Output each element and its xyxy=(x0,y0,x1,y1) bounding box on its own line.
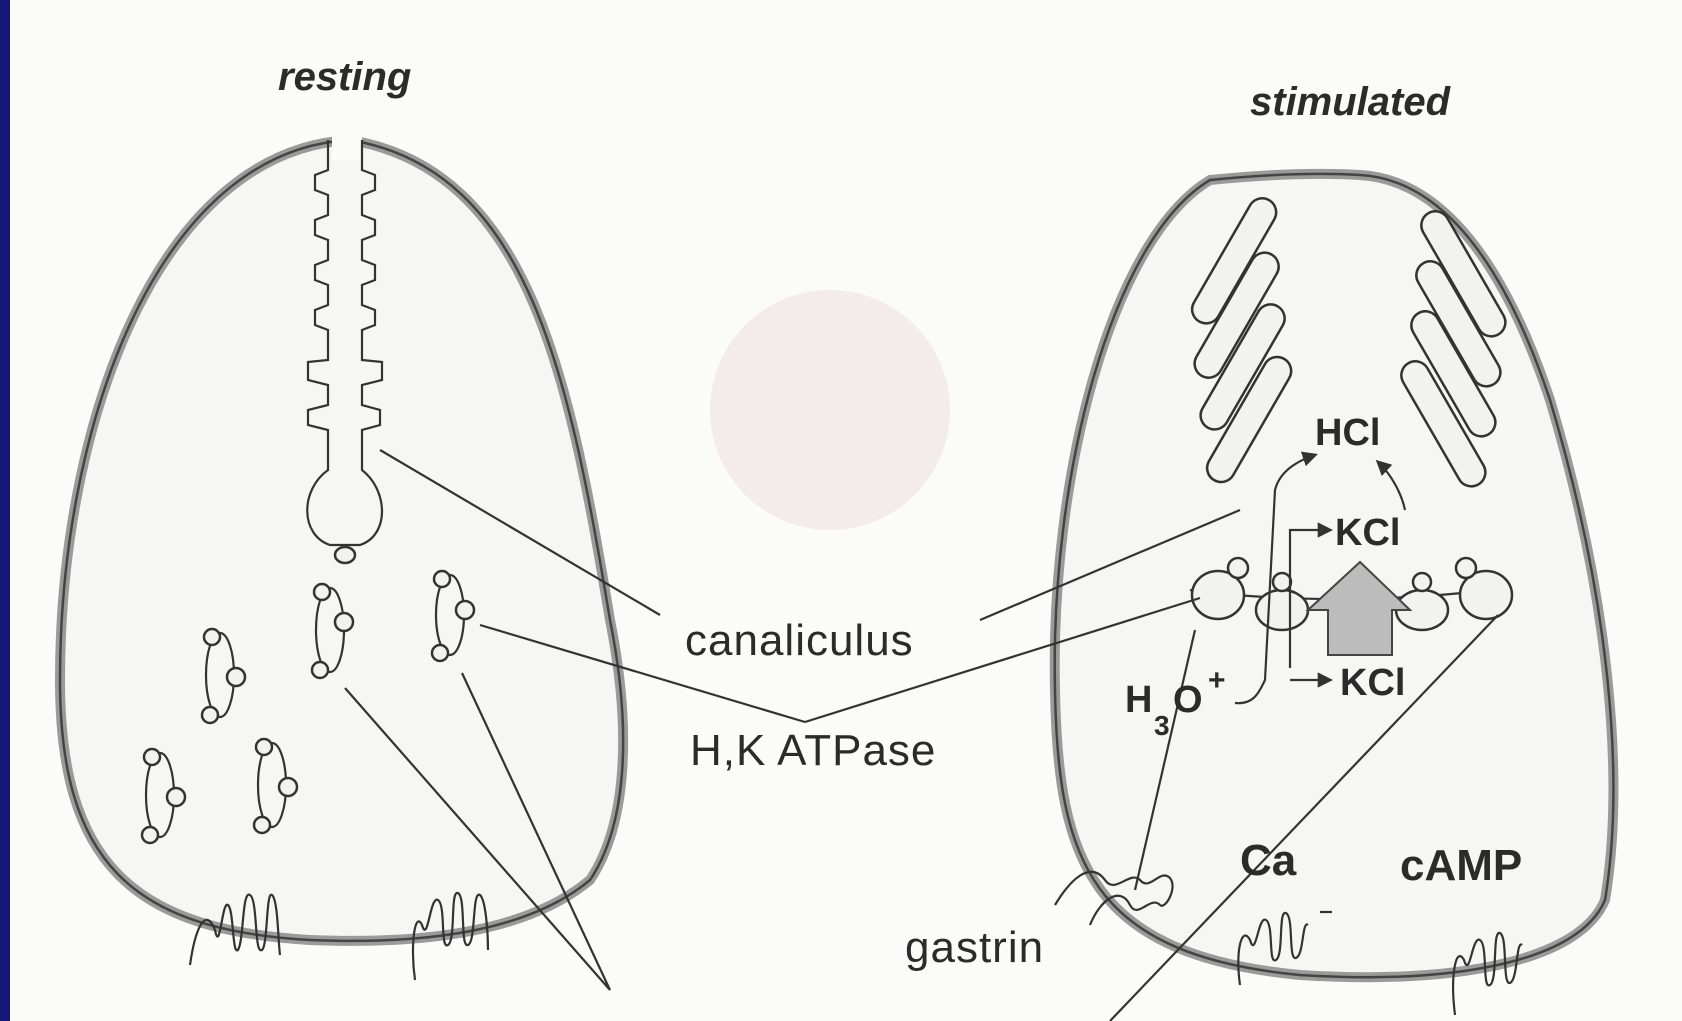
svg-text:3: 3 xyxy=(1154,710,1170,741)
camp-label: cAMP xyxy=(1400,841,1522,890)
watermark-circle xyxy=(710,290,950,530)
kcl-lower-label: KCl xyxy=(1340,662,1405,704)
hcl-label: HCl xyxy=(1315,412,1380,454)
stimulated-title: stimulated xyxy=(1250,80,1452,124)
svg-text:H: H xyxy=(1125,679,1152,721)
svg-text:O: O xyxy=(1173,679,1203,721)
resting-cell xyxy=(60,120,623,941)
atpase-label: H,K ATPase xyxy=(690,726,936,775)
resting-title: resting xyxy=(278,55,411,99)
ca-label: Ca xyxy=(1240,836,1297,885)
kcl-upper-label: KCl xyxy=(1335,512,1400,554)
stimulated-cell xyxy=(1055,174,1614,977)
svg-text:+: + xyxy=(1208,664,1226,697)
canaliculus-label: canaliculus xyxy=(685,616,914,665)
parietal-cell-diagram: resting stimulated canaliculus H,K ATPas… xyxy=(10,0,1682,1021)
gastrin-label: gastrin xyxy=(905,923,1044,972)
diagram-frame: resting stimulated canaliculus H,K ATPas… xyxy=(10,0,1682,1021)
